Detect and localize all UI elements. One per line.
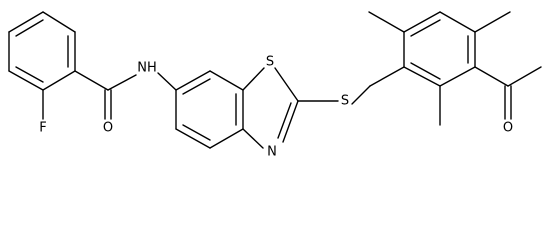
bond <box>74 70 109 91</box>
bond <box>157 72 177 91</box>
bond <box>369 66 405 87</box>
bond <box>182 78 211 95</box>
bond <box>209 128 244 149</box>
bond <box>175 70 211 91</box>
bond <box>175 128 211 149</box>
bond <box>439 11 476 33</box>
bond <box>15 19 44 37</box>
bond <box>351 85 371 105</box>
bond <box>282 100 299 143</box>
bond <box>403 66 441 87</box>
atom-labels: F O NH S N S O <box>39 55 513 160</box>
bond <box>42 70 76 91</box>
molecule-structure-diagram: F O NH S N S O <box>8 11 542 160</box>
bond <box>274 67 299 102</box>
ketone-oxygen-atom-label: O <box>503 121 513 136</box>
bond <box>8 70 44 91</box>
bond <box>474 11 511 33</box>
thiazole-sulfur-atom-label: S <box>266 55 274 70</box>
bond <box>242 128 264 149</box>
thiazole-nitrogen-atom-label: N <box>267 145 277 160</box>
bond <box>15 66 44 83</box>
amide-nh-atom-label: NH <box>137 61 157 76</box>
bonds <box>8 11 542 149</box>
bond <box>242 67 265 91</box>
bond <box>42 11 76 33</box>
bond <box>410 19 441 37</box>
bond <box>368 11 405 33</box>
bond <box>410 62 441 80</box>
bond <box>507 66 542 87</box>
bond <box>8 11 44 33</box>
bond <box>182 124 211 141</box>
bond <box>439 66 476 87</box>
bond <box>209 70 244 91</box>
bond <box>474 66 509 87</box>
amide-oxygen-atom-label: O <box>103 121 113 136</box>
bond <box>277 102 292 139</box>
thioether-sulfur-atom-label: S <box>341 94 349 109</box>
bond <box>107 74 137 91</box>
bond <box>403 11 441 33</box>
fluorine-atom-label: F <box>39 121 46 136</box>
